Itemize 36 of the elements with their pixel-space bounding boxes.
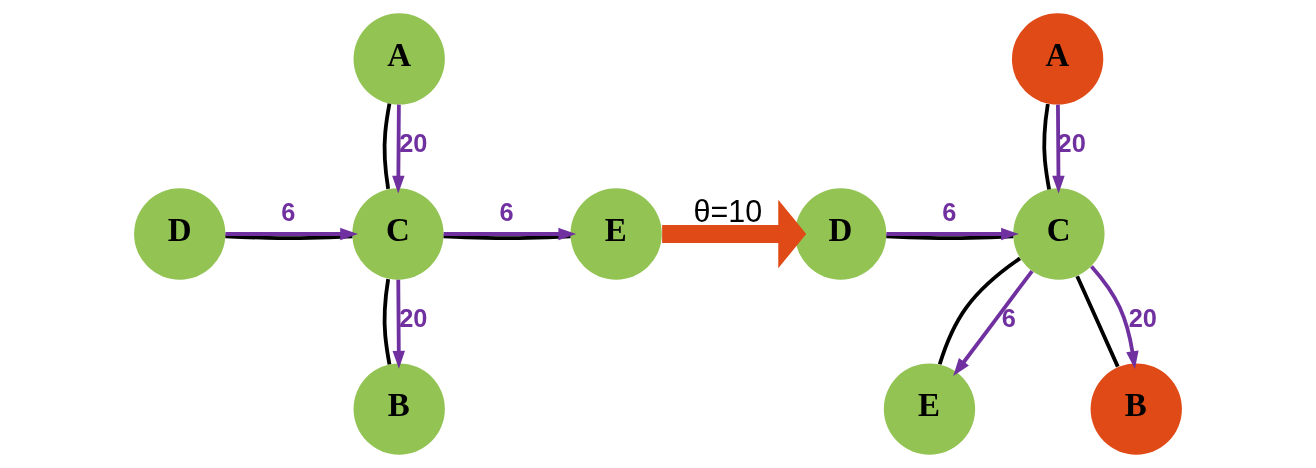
- connector: [225, 234, 353, 240]
- edge-label: 6: [942, 198, 957, 227]
- node-circle: D: [795, 188, 887, 280]
- arrow: [1052, 104, 1065, 194]
- connector: [1075, 275, 1120, 368]
- arrow: [392, 104, 405, 194]
- node-circle: A: [1011, 13, 1104, 105]
- connector: [886, 234, 1014, 240]
- edge-label: 20: [399, 128, 428, 157]
- edge-label: 20: [1128, 303, 1157, 332]
- arrow: [225, 227, 359, 241]
- node-circle: E: [883, 363, 976, 455]
- node-circle: A: [353, 13, 445, 105]
- node-circle: B: [353, 363, 445, 455]
- arrow: [662, 199, 807, 269]
- edge-label: 6: [1001, 303, 1016, 332]
- arrow: [886, 227, 1019, 241]
- node-circle: D: [134, 188, 226, 280]
- node-circle: E: [570, 188, 662, 280]
- connector: [1042, 103, 1051, 190]
- edge-label: 6: [499, 198, 514, 227]
- node-circle: B: [1090, 363, 1182, 455]
- connector: [382, 103, 392, 190]
- connector: [937, 256, 1022, 365]
- node-circle: C: [1013, 188, 1105, 280]
- connector: [443, 234, 571, 240]
- edge-label: 20: [1057, 128, 1086, 157]
- arrow: [392, 279, 405, 369]
- arrow: [443, 227, 577, 241]
- arrow: [1090, 265, 1139, 370]
- connector: [382, 278, 392, 365]
- edge-label: θ=10: [693, 193, 763, 228]
- edge-label: 6: [281, 198, 296, 227]
- arrow: [953, 269, 1034, 377]
- edge-label: 20: [399, 303, 428, 332]
- node-circle: C: [352, 188, 444, 280]
